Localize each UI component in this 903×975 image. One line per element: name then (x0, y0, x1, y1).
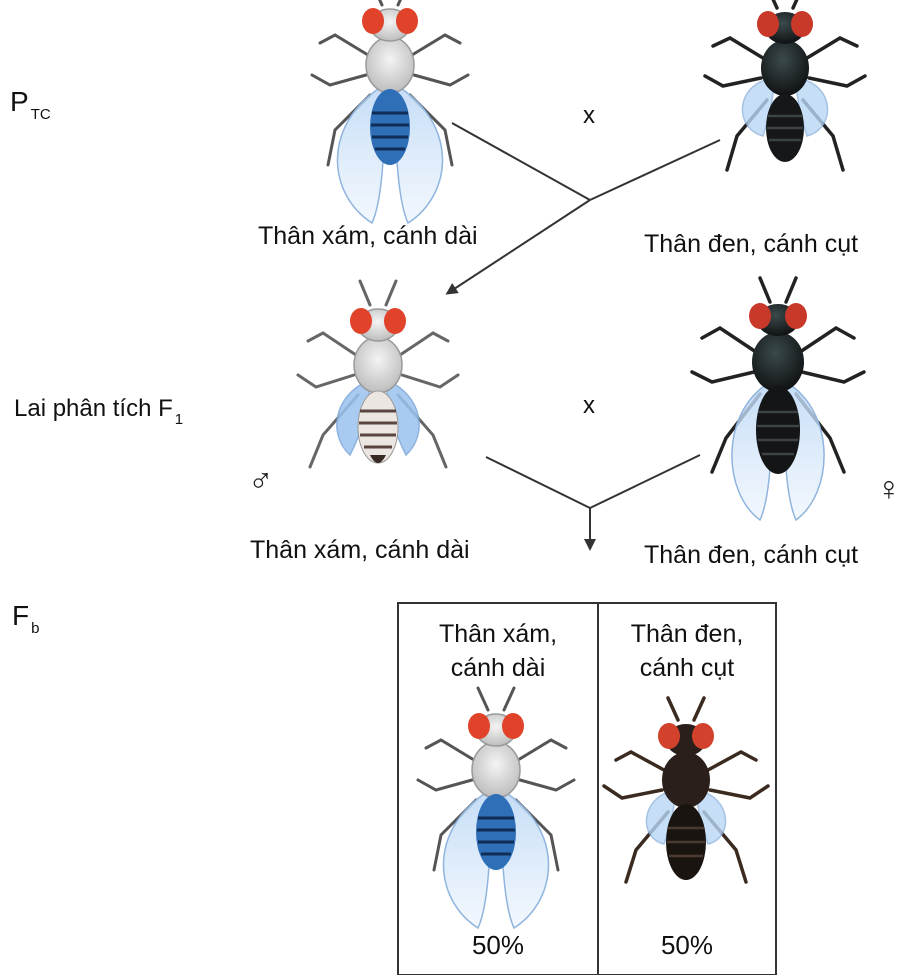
offspring-black-label-line1: Thân đen, (603, 618, 771, 652)
offspring-gray-percent: 50% (405, 930, 591, 961)
generation-fb-sub: b (31, 620, 39, 637)
p-right-phenotype-label: Thân đen, cánh cụt (644, 230, 858, 259)
offspring-black-percent: 50% (603, 930, 771, 961)
offspring-gray-label-line2: cánh dài (405, 652, 591, 686)
offspring-gray-label: Thân xám, cánh dài (405, 618, 591, 686)
generation-fb-main: F (12, 600, 29, 631)
f1-left-phenotype-label: Thân xám, cánh dài (250, 536, 470, 565)
cross-symbol-f1: x (583, 392, 595, 420)
female-symbol-icon: ♀ (876, 470, 902, 509)
generation-f1-sub: 1 (175, 411, 183, 428)
f1-cross-line-left (486, 457, 590, 508)
offspring-black-fly-icon (604, 698, 768, 882)
offspring-gray-fly-icon (418, 688, 574, 928)
offspring-black-label-line2: cánh cụt (603, 652, 771, 686)
gray-male-fly-icon (298, 281, 458, 467)
black-female-fly-icon (692, 278, 864, 520)
offspring-black-label: Thân đen, cánh cụt (603, 618, 771, 686)
cross-symbol-p: x (583, 102, 595, 130)
p-left-phenotype-label: Thân xám, cánh dài (258, 222, 478, 251)
p-cross-line-right (590, 140, 720, 200)
f1-right-phenotype-label: Thân đen, cánh cụt (644, 541, 858, 570)
f1-cross-line-right (590, 455, 700, 508)
gray-long-wing-fly-icon (312, 0, 468, 223)
generation-p-sub: TC (31, 106, 51, 123)
generation-f1-main: Lai phân tích F (14, 395, 173, 422)
p-cross-line-left (452, 123, 590, 200)
black-vestigial-wing-fly-icon (705, 0, 865, 170)
male-symbol-icon: ♂ (248, 462, 274, 501)
generation-p-main: P (10, 86, 29, 117)
offspring-gray-label-line1: Thân xám, (405, 618, 591, 652)
